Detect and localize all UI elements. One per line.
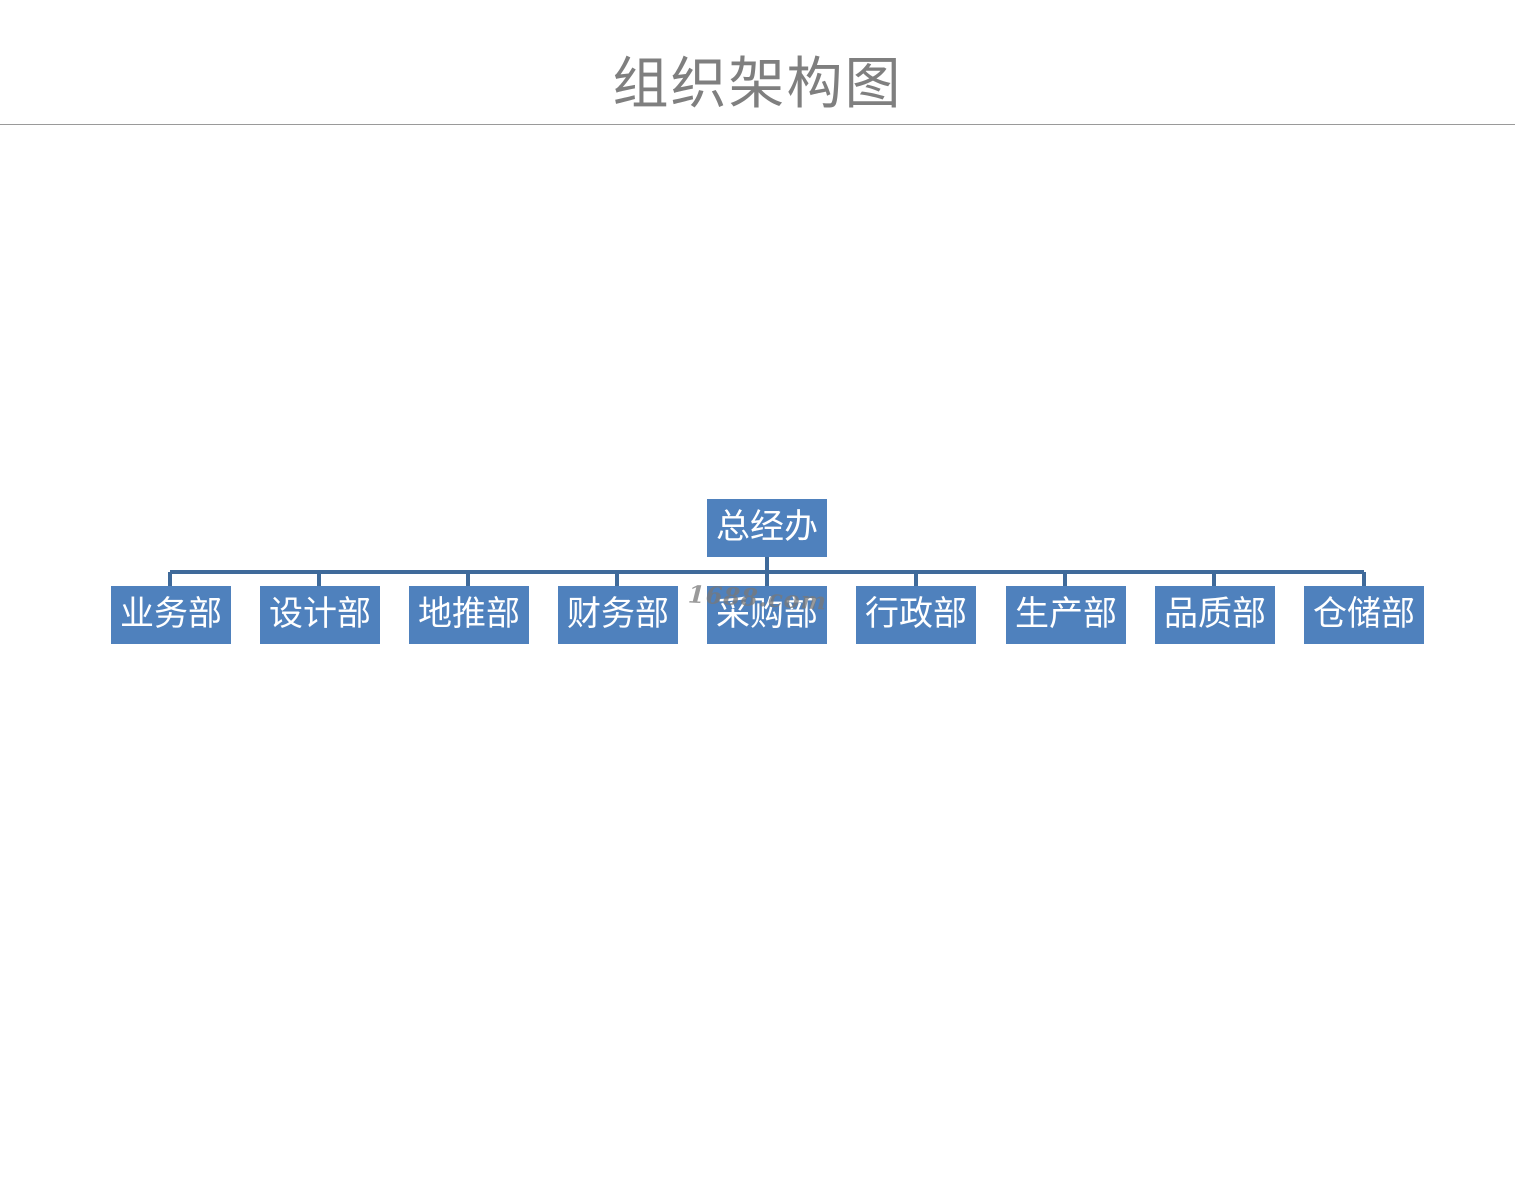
- org-node-finance[interactable]: 财务部: [558, 586, 678, 644]
- org-node-field-promotion[interactable]: 地推部: [409, 586, 529, 644]
- org-node-administration[interactable]: 行政部: [856, 586, 976, 644]
- org-node-procurement[interactable]: 采购部: [707, 586, 827, 644]
- org-node-quality[interactable]: 品质部: [1155, 586, 1275, 644]
- page-title: 组织架构图: [612, 52, 903, 117]
- org-node-root[interactable]: 总经办: [707, 499, 827, 557]
- org-node-warehouse[interactable]: 仓储部: [1304, 586, 1424, 644]
- org-node-business[interactable]: 业务部: [111, 586, 231, 644]
- org-node-design[interactable]: 设计部: [260, 586, 380, 644]
- title-divider: [0, 124, 1515, 125]
- org-node-production[interactable]: 生产部: [1006, 586, 1126, 644]
